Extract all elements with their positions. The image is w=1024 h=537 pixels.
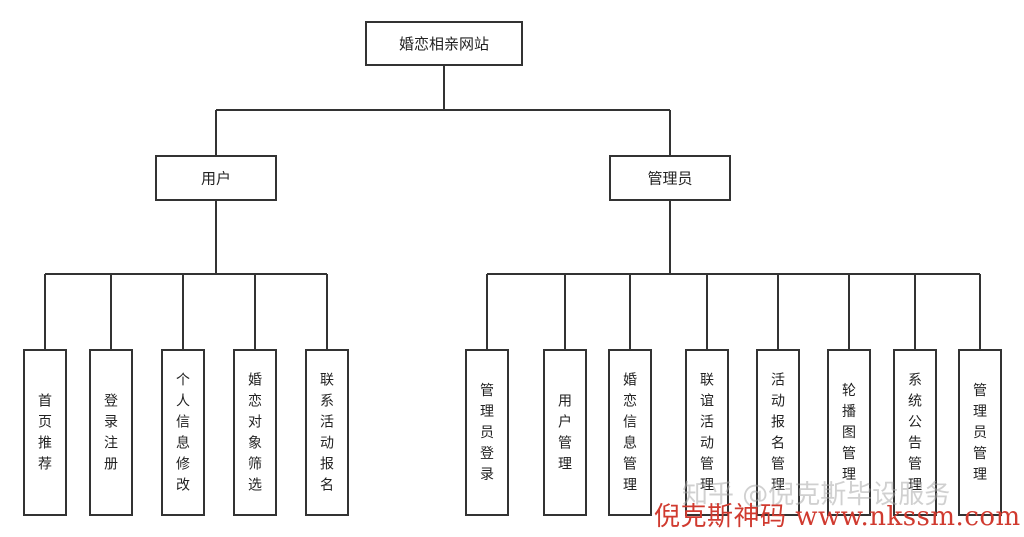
admin-leaf-6: 系统公告管理 <box>893 349 937 516</box>
admin-leaf-2-label: 婚恋信息管理 <box>623 373 637 494</box>
watermark-site: 倪克斯神码 www.nkssm.com <box>654 502 1021 532</box>
root-node: 婚恋相亲网站 <box>365 21 523 66</box>
admin-leaf-3-label: 联谊活动管理 <box>700 373 714 494</box>
admin-leaf-1: 用户管理 <box>543 349 587 516</box>
admin-leaf-7: 管理员管理 <box>958 349 1002 516</box>
admin-leaf-2: 婚恋信息管理 <box>608 349 652 516</box>
admin-leaf-4-label: 活动报名管理 <box>771 373 785 494</box>
admin-leaf-6-label: 系统公告管理 <box>908 373 922 494</box>
admin-leaf-5: 轮播图管理 <box>827 349 871 516</box>
root-node-label: 婚恋相亲网站 <box>399 35 489 53</box>
user-leaf-3: 婚恋对象筛选 <box>233 349 277 516</box>
group-node-user-label: 用户 <box>201 169 231 187</box>
user-leaf-4-label: 联系活动报名 <box>320 373 334 494</box>
admin-leaf-0: 管理员登录 <box>465 349 509 516</box>
watermark-zhihu: 知乎 @倪克斯毕设服务 <box>682 480 951 510</box>
admin-leaf-4: 活动报名管理 <box>756 349 800 516</box>
user-leaf-1-label: 登录注册 <box>104 394 118 473</box>
admin-leaf-3: 联谊活动管理 <box>685 349 729 516</box>
group-node-user: 用户 <box>155 155 277 201</box>
group-node-admin-label: 管理员 <box>647 169 692 187</box>
admin-leaf-1-label: 用户管理 <box>558 394 572 473</box>
group-node-admin: 管理员 <box>609 155 731 201</box>
user-leaf-0-label: 首页推荐 <box>38 394 52 473</box>
user-leaf-2-label: 个人信息修改 <box>176 373 190 494</box>
user-leaf-0: 首页推荐 <box>23 349 67 516</box>
user-leaf-1: 登录注册 <box>89 349 133 516</box>
admin-leaf-5-label: 轮播图管理 <box>842 383 856 483</box>
user-leaf-4: 联系活动报名 <box>305 349 349 516</box>
user-leaf-2: 个人信息修改 <box>161 349 205 516</box>
admin-leaf-7-label: 管理员管理 <box>973 383 987 483</box>
connector-lines <box>44 65 981 350</box>
admin-leaf-0-label: 管理员登录 <box>480 383 494 483</box>
user-leaf-3-label: 婚恋对象筛选 <box>248 373 262 494</box>
